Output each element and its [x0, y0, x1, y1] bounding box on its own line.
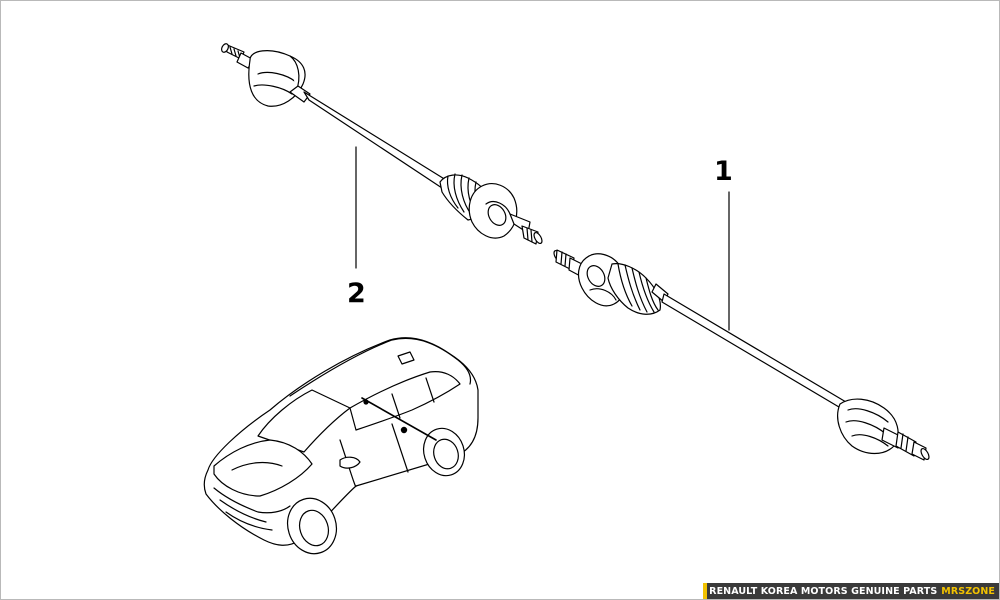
footer-banner: RENAULT KOREA MOTORS GENUINE PARTS MRSZO…: [703, 583, 999, 599]
shaft-2-bar: [303, 91, 447, 189]
vehicle-shaft-marker-dot: [400, 426, 408, 434]
drive-shaft-right: [553, 249, 930, 461]
vehicle-mirror: [339, 456, 361, 469]
shaft-1-inner-boot: [607, 263, 661, 315]
shaft-1-outer-stub: [881, 427, 930, 461]
vehicle-locator: [203, 337, 479, 555]
shaft-2-outer-collar: [289, 85, 311, 103]
footer-brand: MRSZONE: [941, 585, 995, 597]
shaft-1-outer-cv-joint: [837, 398, 899, 455]
shaft-2-inner-stub: [509, 213, 543, 245]
vehicle-windshield: [257, 389, 351, 453]
callout-label-1: 1: [714, 156, 733, 187]
shaft-2-inner-housing: [468, 183, 518, 239]
vehicle-headlight: [213, 487, 291, 514]
callout-label-2: 2: [347, 278, 366, 309]
vehicle-shaft-marker-end: [363, 399, 369, 405]
footer-text: RENAULT KOREA MOTORS GENUINE PARTS: [709, 585, 938, 597]
vehicle-front-wheel: [286, 497, 338, 555]
shaft-2-outer-cv-joint: [248, 50, 306, 107]
drive-shaft-left: [221, 43, 543, 245]
vehicle-side-windows: [349, 371, 461, 431]
shaft-1-bar: [661, 293, 847, 411]
vehicle-shaft-marker-line: [361, 397, 437, 441]
vehicle-rear-wheel: [422, 427, 466, 477]
